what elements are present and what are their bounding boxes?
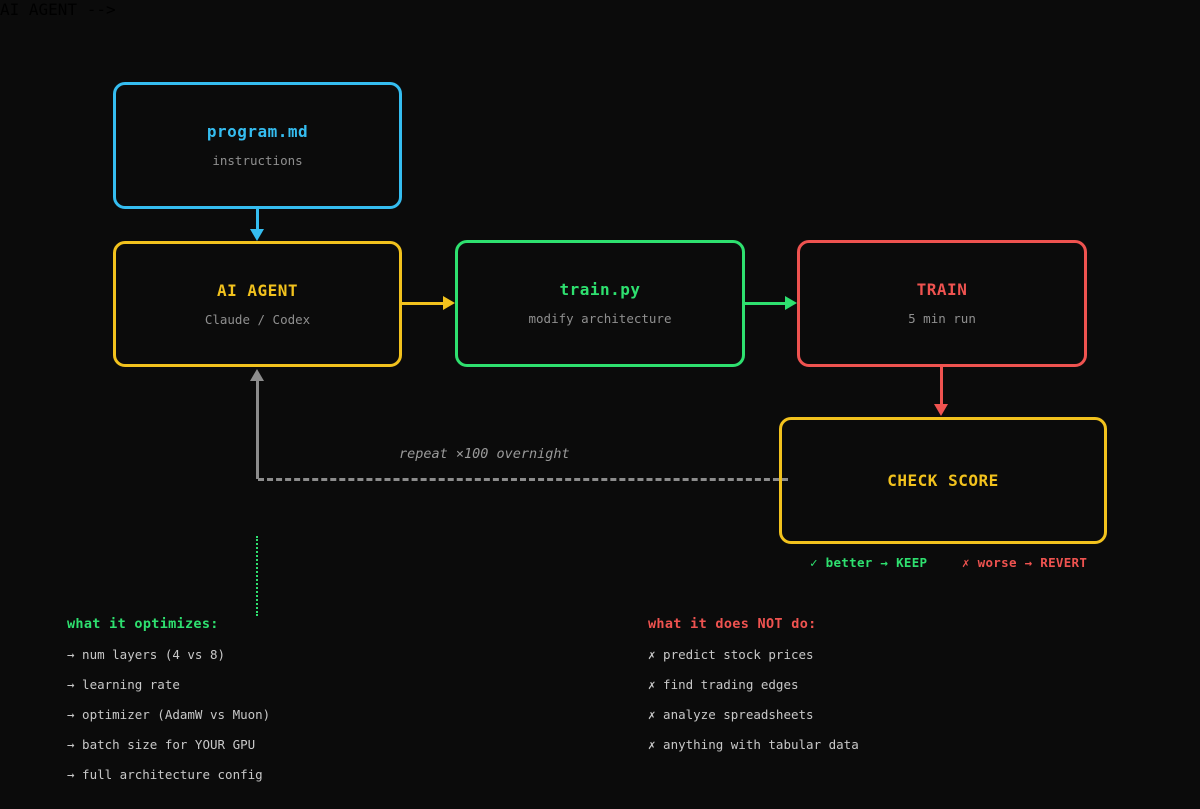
connector-program-to-agent-line: [256, 208, 259, 230]
list-item: ✗ find trading edges: [648, 677, 799, 692]
node-program-md-title: program.md: [206, 122, 309, 141]
connector-trainpy-to-train-line: [744, 302, 787, 305]
connector-train-to-check-line: [940, 367, 943, 405]
feedback-loop-dashed-line: [258, 478, 788, 481]
optimizes-heading: what it optimizes:: [67, 616, 219, 632]
feedback-loop-label: repeat ×100 overnight: [399, 446, 570, 462]
not-do-list: what it does NOT do: ✗ predict stock pri…: [648, 617, 859, 751]
feedback-loop-arrowhead-icon: [250, 369, 264, 381]
node-check-score: CHECK SCORE: [779, 417, 1107, 544]
node-program-md-subtitle: instructions: [212, 153, 303, 168]
list-item: → num layers (4 vs 8): [67, 647, 226, 662]
node-train-py: train.py modify architecture: [455, 240, 745, 367]
node-train-subtitle: 5 min run: [908, 311, 976, 326]
verdict-keep-label: ✓ better → KEEP: [810, 555, 928, 570]
node-train-py-title: train.py: [559, 280, 641, 299]
list-item: ✗ predict stock prices: [648, 647, 814, 662]
connector-program-to-agent-arrowhead-icon: [250, 229, 264, 241]
connector-agent-to-trainpy-arrowhead-icon: [443, 296, 455, 310]
node-train-py-subtitle: modify architecture: [528, 311, 672, 326]
connector-trainpy-to-train-arrowhead-icon: [785, 296, 797, 310]
verdict-revert-label: ✗ worse → REVERT: [962, 555, 1088, 570]
node-train-title: TRAIN: [916, 280, 968, 299]
node-train: TRAIN 5 min run: [797, 240, 1087, 367]
list-item: → full architecture config: [67, 767, 263, 782]
connector-train-to-check-arrowhead-icon: [934, 404, 948, 416]
list-item: ✗ analyze spreadsheets: [648, 707, 814, 722]
optimizes-leader-dotted-line: [256, 536, 258, 616]
list-item: → learning rate: [67, 677, 180, 692]
list-item: → optimizer (AdamW vs Muon): [67, 707, 271, 722]
node-program-md: program.md instructions: [113, 82, 402, 209]
list-item: ✗ anything with tabular data: [648, 737, 859, 752]
list-item: → batch size for YOUR GPU: [67, 737, 256, 752]
connector-agent-to-trainpy-line: [402, 302, 445, 305]
feedback-loop-vertical-line: [256, 380, 259, 479]
node-ai-agent: AI AGENT Claude / Codex: [113, 241, 402, 367]
node-ai-agent-title: AI AGENT: [216, 280, 299, 300]
not-do-heading: what it does NOT do:: [648, 616, 817, 632]
node-check-score-title: CHECK SCORE: [887, 470, 999, 490]
optimizes-list: what it optimizes: → num layers (4 vs 8)…: [67, 617, 270, 781]
node-ai-agent-subtitle: Claude / Codex: [204, 311, 311, 327]
